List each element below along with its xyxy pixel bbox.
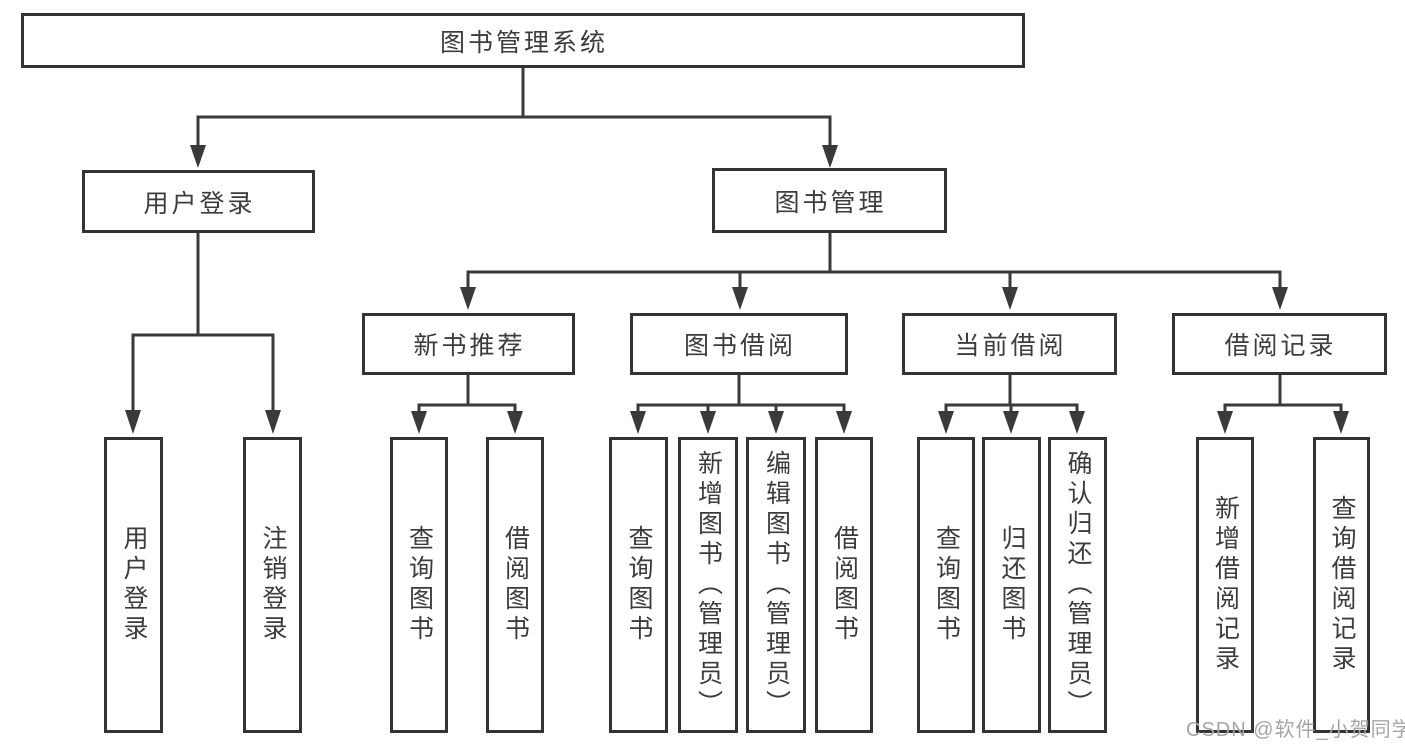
node-book-borrow: 图书借阅 <box>630 313 848 375</box>
csdn-watermark: CSDN @软件_小贺同学 <box>1186 719 1405 741</box>
leaf-add-books-admin: 新增图书（管理员） <box>678 437 738 733</box>
leaf-add-borrow-record: 新增借阅记录 <box>1196 437 1254 733</box>
leaf-confirm-return-admin-label: 确认归还（管理员） <box>1064 450 1092 720</box>
leaf-borrow-books-label: 借阅图书 <box>501 525 530 645</box>
leaf-edit-books-admin-label: 编辑图书（管理员） <box>762 450 791 720</box>
leaf-logout: 注销登录 <box>243 437 302 733</box>
leaf-confirm-return-admin: 确认归还（管理员） <box>1048 437 1107 733</box>
node-borrow-records-label: 借阅记录 <box>1224 332 1337 360</box>
leaf-query-books-label: 查询图书 <box>625 525 653 645</box>
leaf-user-login-label: 用户登录 <box>120 525 148 645</box>
node-user-login: 用户登录 <box>82 170 315 233</box>
node-root-system-label: 图书管理系统 <box>439 28 608 57</box>
leaf-add-books-admin-label: 新增图书（管理员） <box>694 450 723 720</box>
leaf-return-books-label: 归还图书 <box>998 525 1026 645</box>
leaf-query-books-label: 查询图书 <box>932 525 961 645</box>
node-user-login-label: 用户登录 <box>143 189 256 218</box>
node-current-borrow: 当前借阅 <box>902 313 1117 375</box>
leaf-query-borrow-record-label: 查询借阅记录 <box>1328 495 1356 675</box>
node-book-borrow-label: 图书借阅 <box>683 332 796 360</box>
node-current-borrow-label: 当前借阅 <box>954 332 1067 360</box>
leaf-borrow-books: 借阅图书 <box>486 437 544 733</box>
leaf-borrow-books-label: 借阅图书 <box>830 525 859 645</box>
node-new-book-recommend-label: 新书推荐 <box>413 332 526 360</box>
leaf-query-books-label: 查询图书 <box>405 525 434 645</box>
leaf-query-books: 查询图书 <box>917 437 975 733</box>
leaf-query-borrow-record: 查询借阅记录 <box>1313 437 1370 733</box>
leaf-user-login: 用户登录 <box>104 437 163 733</box>
leaf-return-books: 归还图书 <box>982 437 1041 733</box>
node-root-system: 图书管理系统 <box>21 13 1025 68</box>
connector-arrowheads <box>125 145 1349 434</box>
leaf-query-books: 查询图书 <box>609 437 668 733</box>
node-borrow-records: 借阅记录 <box>1172 313 1387 375</box>
leaf-edit-books-admin: 编辑图书（管理员） <box>746 437 806 733</box>
node-book-management: 图书管理 <box>712 168 947 233</box>
leaf-borrow-books: 借阅图书 <box>815 437 873 733</box>
connector-lines <box>131 68 1343 413</box>
leaf-query-books: 查询图书 <box>390 437 448 733</box>
leaf-add-borrow-record-label: 新增借阅记录 <box>1211 495 1240 675</box>
node-new-book-recommend: 新书推荐 <box>362 313 575 375</box>
leaf-logout-label: 注销登录 <box>259 525 287 645</box>
node-book-management-label: 图书管理 <box>774 188 887 217</box>
